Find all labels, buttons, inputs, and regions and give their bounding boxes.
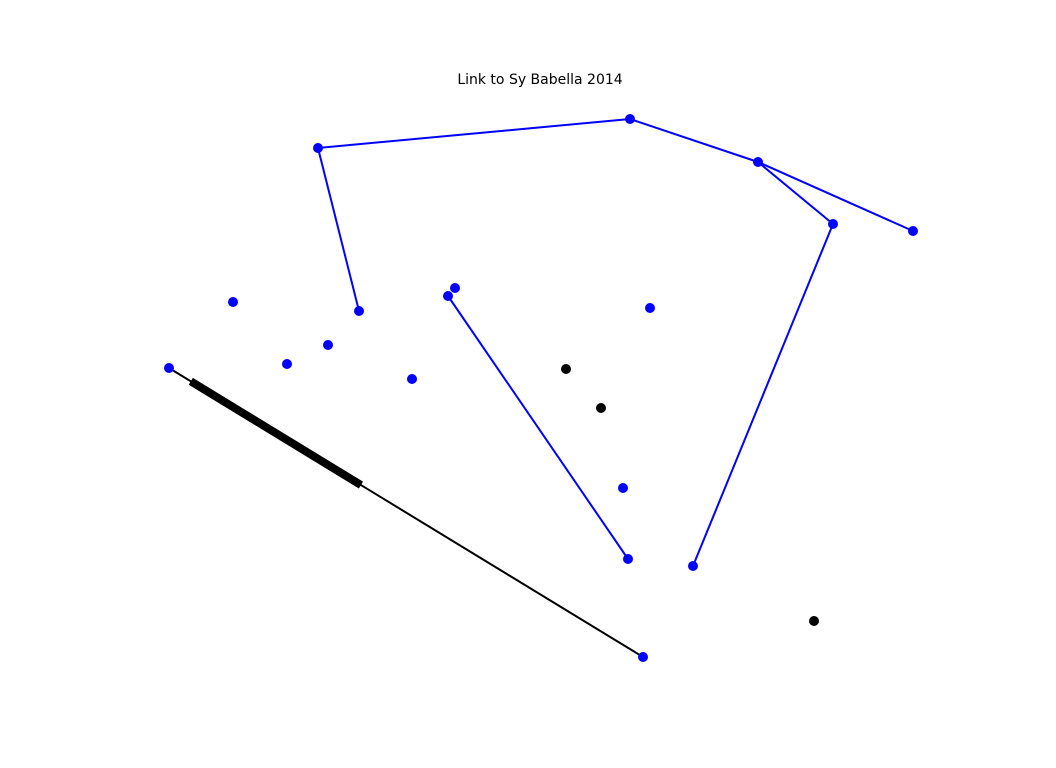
diagram-title: Link to Sy Babella 2014 — [457, 72, 622, 88]
node-n7 — [450, 283, 460, 293]
node-n5 — [908, 226, 918, 236]
nodes-layer — [164, 114, 918, 662]
node-n9 — [228, 297, 238, 307]
node-n4 — [828, 219, 838, 229]
node-n19 — [688, 561, 698, 571]
node-n10 — [645, 303, 655, 313]
node-n1 — [313, 143, 323, 153]
node-n15 — [561, 364, 571, 374]
node-n8 — [443, 291, 453, 301]
node-n18 — [623, 554, 633, 564]
node-n14 — [407, 374, 417, 384]
edges-layer — [168, 118, 914, 658]
node-n12 — [282, 359, 292, 369]
arrow-layer — [188, 377, 364, 489]
edge-n3-n4 — [757, 161, 834, 225]
node-n13 — [164, 363, 174, 373]
node-n20 — [809, 616, 819, 626]
edge-n3-n5 — [757, 161, 914, 232]
edge-n8-n18 — [447, 295, 629, 560]
edge-n1-n2 — [317, 118, 631, 149]
node-n3 — [753, 157, 763, 167]
arrow-segment — [188, 377, 364, 489]
node-n2 — [625, 114, 635, 124]
edge-n1-n6 — [317, 147, 360, 312]
node-n6 — [354, 306, 364, 316]
edge-n2-n3 — [629, 118, 759, 163]
node-n11 — [323, 340, 333, 350]
node-n17 — [618, 483, 628, 493]
node-n21 — [638, 652, 648, 662]
edge-n4-n19 — [692, 223, 834, 567]
node-n16 — [596, 403, 606, 413]
